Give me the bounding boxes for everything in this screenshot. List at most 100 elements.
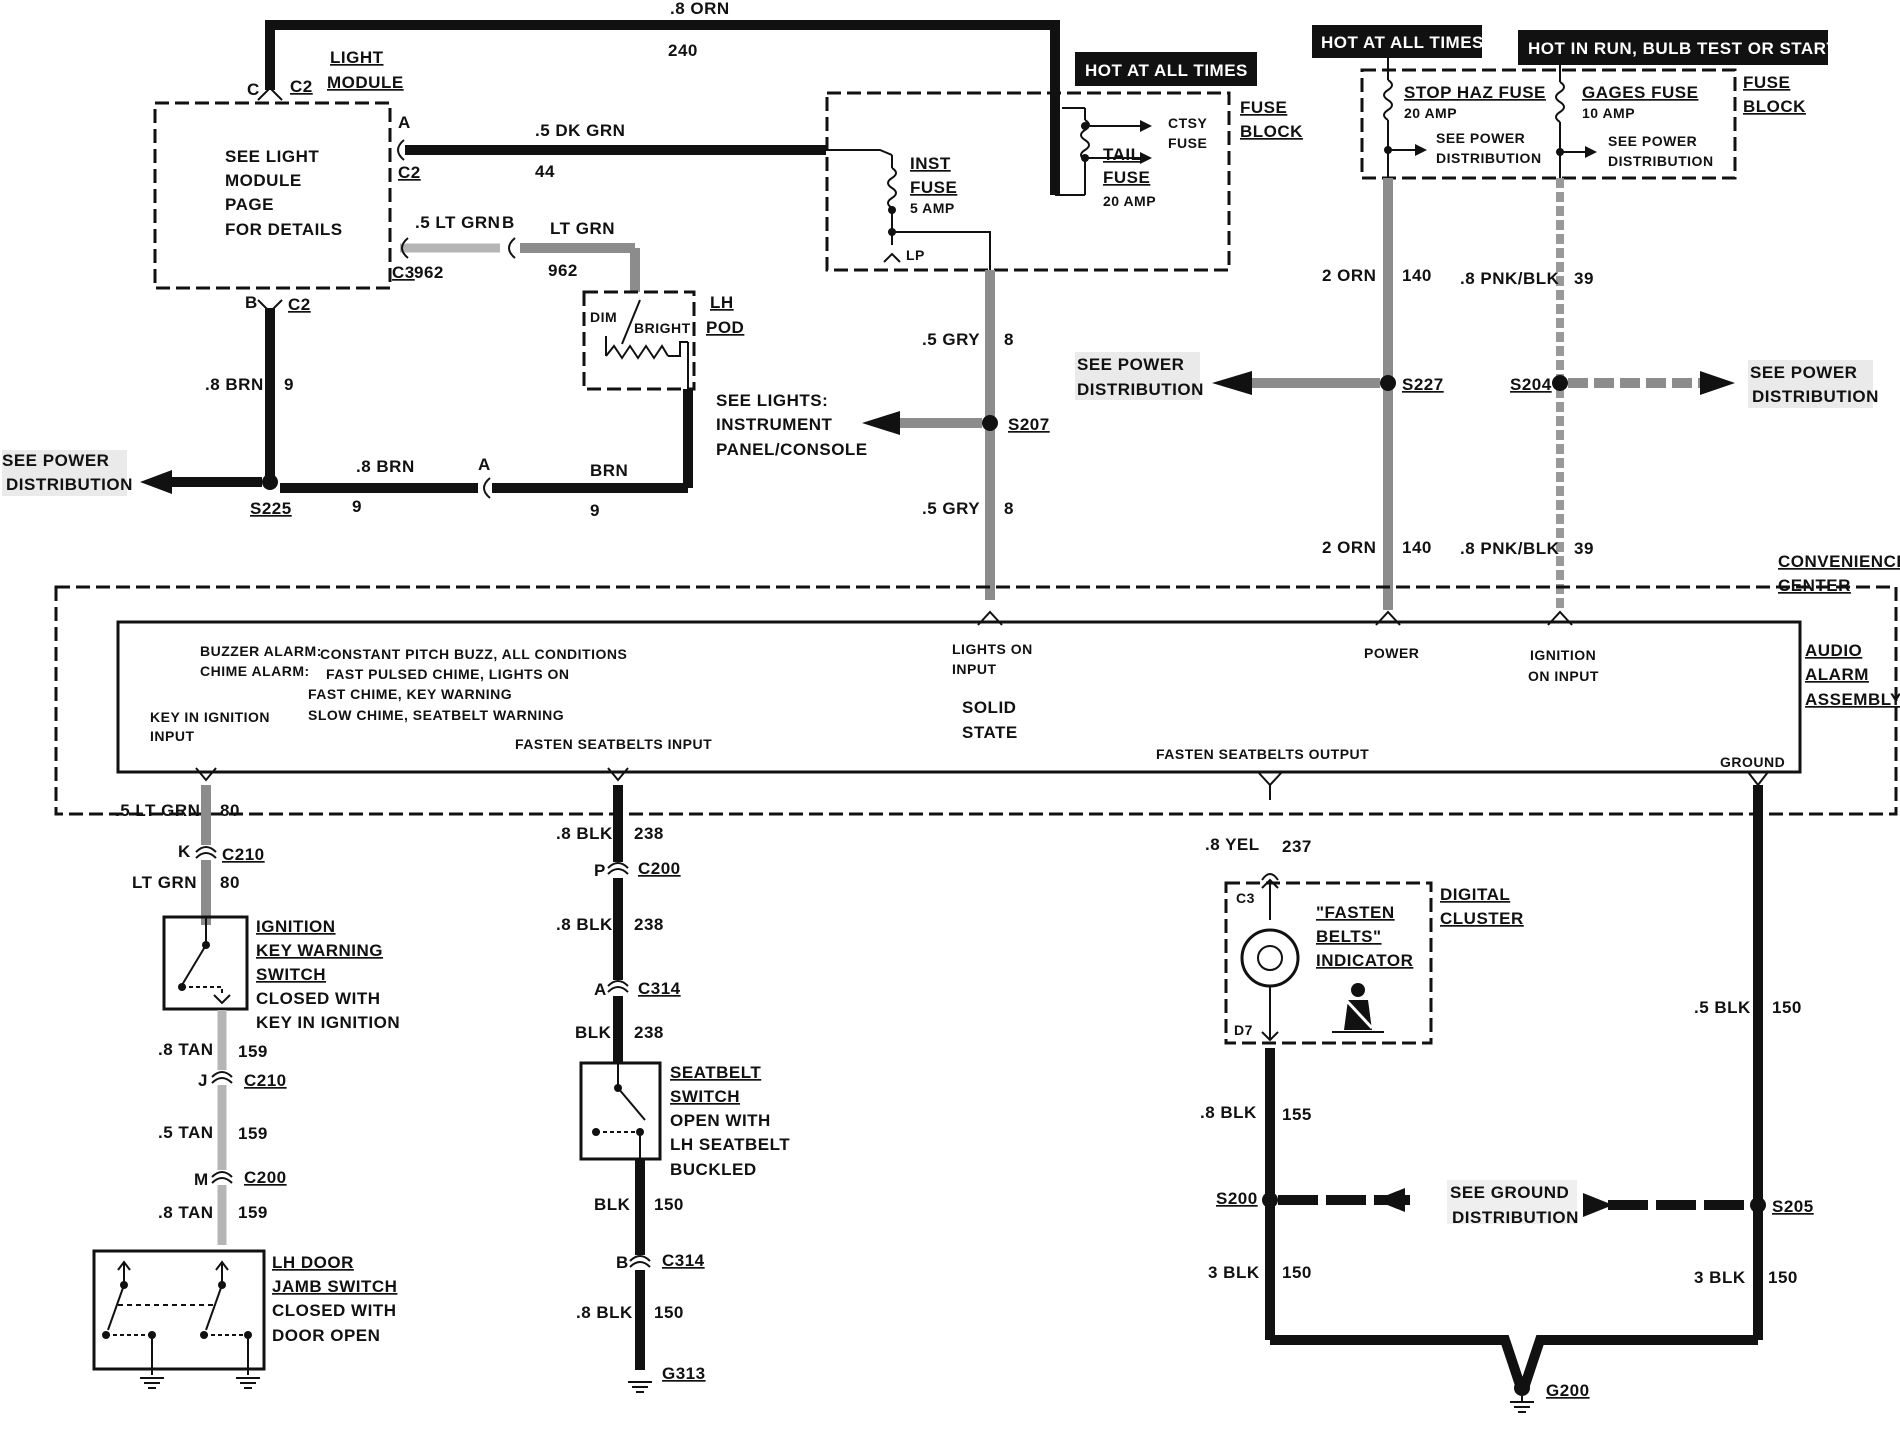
connector-pin: K (178, 842, 191, 861)
wire-label: BLK (575, 1023, 612, 1042)
wire-number: 9 (284, 375, 294, 394)
wire-number: 140 (1402, 266, 1432, 285)
fuse-block-box (825, 91, 1231, 272)
wire-number: 140 (1402, 538, 1432, 557)
power-distribution-ref: SEE POWER (1077, 355, 1184, 374)
light-module-note: MODULE (225, 171, 302, 190)
fuse-symbol (887, 167, 897, 209)
lh-pod: LH POD DIM BRIGHT (582, 290, 744, 391)
wire-label: BRN (590, 461, 628, 480)
stop-haz-fuse-note: DISTRIBUTION (1436, 150, 1542, 166)
wire-number: 8 (1004, 330, 1014, 349)
ignition-input-label: IGNITION (1530, 647, 1596, 663)
wire-label: .5 GRY (922, 499, 980, 518)
audio-alarm-title: ALARM (1805, 665, 1869, 684)
chime-text: FAST PULSED CHIME, LIGHTS ON (326, 666, 569, 682)
ground-icon (140, 1377, 164, 1389)
hot-tag (1312, 25, 1482, 58)
ignition-switch-label: KEY WARNING (256, 941, 383, 960)
ignition-input-label: ON INPUT (1528, 668, 1599, 684)
lh-pod-box (582, 290, 696, 391)
light-module-box (153, 101, 392, 290)
wire-label: .5 LT GRN (115, 801, 200, 820)
connector-pin: B (616, 1253, 629, 1272)
connector-label: C314 (662, 1251, 705, 1270)
seatbelt-switch-label: OPEN WITH (670, 1111, 771, 1130)
wire-number: 80 (220, 801, 240, 820)
indicator-label: "FASTEN (1316, 903, 1395, 922)
arrow-right-icon (1583, 1193, 1613, 1217)
wire-number: 39 (1574, 539, 1594, 558)
connector-pin: J (198, 1071, 208, 1090)
wire-number: 39 (1574, 269, 1594, 288)
light-module-note: FOR DETAILS (225, 220, 343, 239)
arrow-left-icon (1212, 371, 1252, 395)
wire-number: 962 (414, 263, 444, 282)
wire-number: 159 (238, 1042, 268, 1061)
switch-contact (181, 944, 207, 986)
key-input-label: INPUT (150, 728, 195, 744)
wire-number: 238 (634, 1023, 664, 1042)
door-switch-label: CLOSED WITH (272, 1301, 397, 1320)
chime-label: CHIME ALARM: (200, 663, 310, 679)
door-switch-box (92, 1249, 266, 1371)
fuse-block-box (1360, 68, 1737, 180)
power-label: POWER (1364, 645, 1419, 661)
wire-label: .5 TAN (158, 1123, 214, 1142)
connector-pin: D7 (1234, 1022, 1253, 1038)
key-input-label: KEY IN IGNITION (150, 709, 270, 725)
power-distribution-ref: DISTRIBUTION (1752, 387, 1879, 406)
lights-ref: SEE LIGHTS: (716, 391, 828, 410)
ground-icon (236, 1377, 260, 1389)
lh-pod-bright: BRIGHT (634, 320, 691, 336)
connector-pin: B (245, 293, 258, 312)
wire-155-150: SEE GROUND DISTRIBUTION S200 S205 .8 BLK… (1200, 785, 1813, 1413)
wire-number: 159 (238, 1203, 268, 1222)
arrow-left-icon (862, 411, 900, 435)
lh-pod-dim: DIM (590, 309, 617, 325)
wire-number: 150 (1282, 1263, 1312, 1282)
arrow-right-icon (1700, 371, 1735, 395)
inst-fuse-label: INST (910, 154, 951, 173)
lights-input-label: LIGHTS ON (952, 641, 1033, 657)
door-switch-label: JAMB SWITCH (272, 1277, 397, 1296)
chime-text: FAST CHIME, KEY WARNING (308, 686, 512, 702)
seatbelt-switch-label: SEATBELT (670, 1063, 761, 1082)
wire-number: 155 (1282, 1105, 1312, 1124)
stop-haz-fuse-rating: 20 AMP (1404, 105, 1457, 121)
power-distribution-ref: DISTRIBUTION (1077, 380, 1204, 399)
wire-label: .8 BLK (576, 1303, 633, 1322)
wire-label: 2 ORN (1322, 538, 1376, 557)
wire-number: 238 (634, 915, 664, 934)
indicator-label: INDICATOR (1316, 951, 1413, 970)
wire-number: 44 (535, 162, 555, 181)
wire-label: BLK (594, 1195, 631, 1214)
wire-label: 2 ORN (1322, 266, 1376, 285)
splice-label: S200 (1216, 1189, 1258, 1208)
wire-number: 9 (352, 497, 362, 516)
ground-label: G313 (662, 1364, 706, 1383)
connector-label: C210 (222, 845, 265, 864)
wire-label: .8 TAN (158, 1040, 214, 1059)
wire-label: .5 BLK (1694, 998, 1751, 1017)
audio-alarm-title: AUDIO (1805, 641, 1862, 660)
wire-150-seatbelt: BLK 150 B C314 .8 BLK 150 G313 (576, 1159, 706, 1393)
wire-label: LT GRN (132, 873, 197, 892)
wire-label: .8 BLK (1200, 1103, 1257, 1122)
splice-label: S225 (250, 499, 292, 518)
wire-number: 159 (238, 1124, 268, 1143)
tail-fuse-label: FUSE (1103, 168, 1150, 187)
inst-fuse-label: FUSE (910, 178, 957, 197)
lights-ref: PANEL/CONSOLE (716, 440, 868, 459)
wire-label: .8 BLK (556, 824, 613, 843)
ignition-switch-label: KEY IN IGNITION (256, 1013, 400, 1032)
connector-label: C2 (398, 163, 421, 182)
ctsy-fuse-label: FUSE (1168, 135, 1207, 151)
ground-distribution-ref: SEE GROUND (1450, 1183, 1569, 1202)
wire-number: 150 (654, 1195, 684, 1214)
wire-9: .8 BRN 9 .8 BRN A BRN 9 9 (205, 299, 693, 520)
splice-label: S204 (1510, 375, 1552, 394)
light-module-note: SEE LIGHT (225, 147, 319, 166)
wire-label: LT GRN (550, 219, 615, 238)
indicator-label: BELTS" (1316, 927, 1382, 946)
